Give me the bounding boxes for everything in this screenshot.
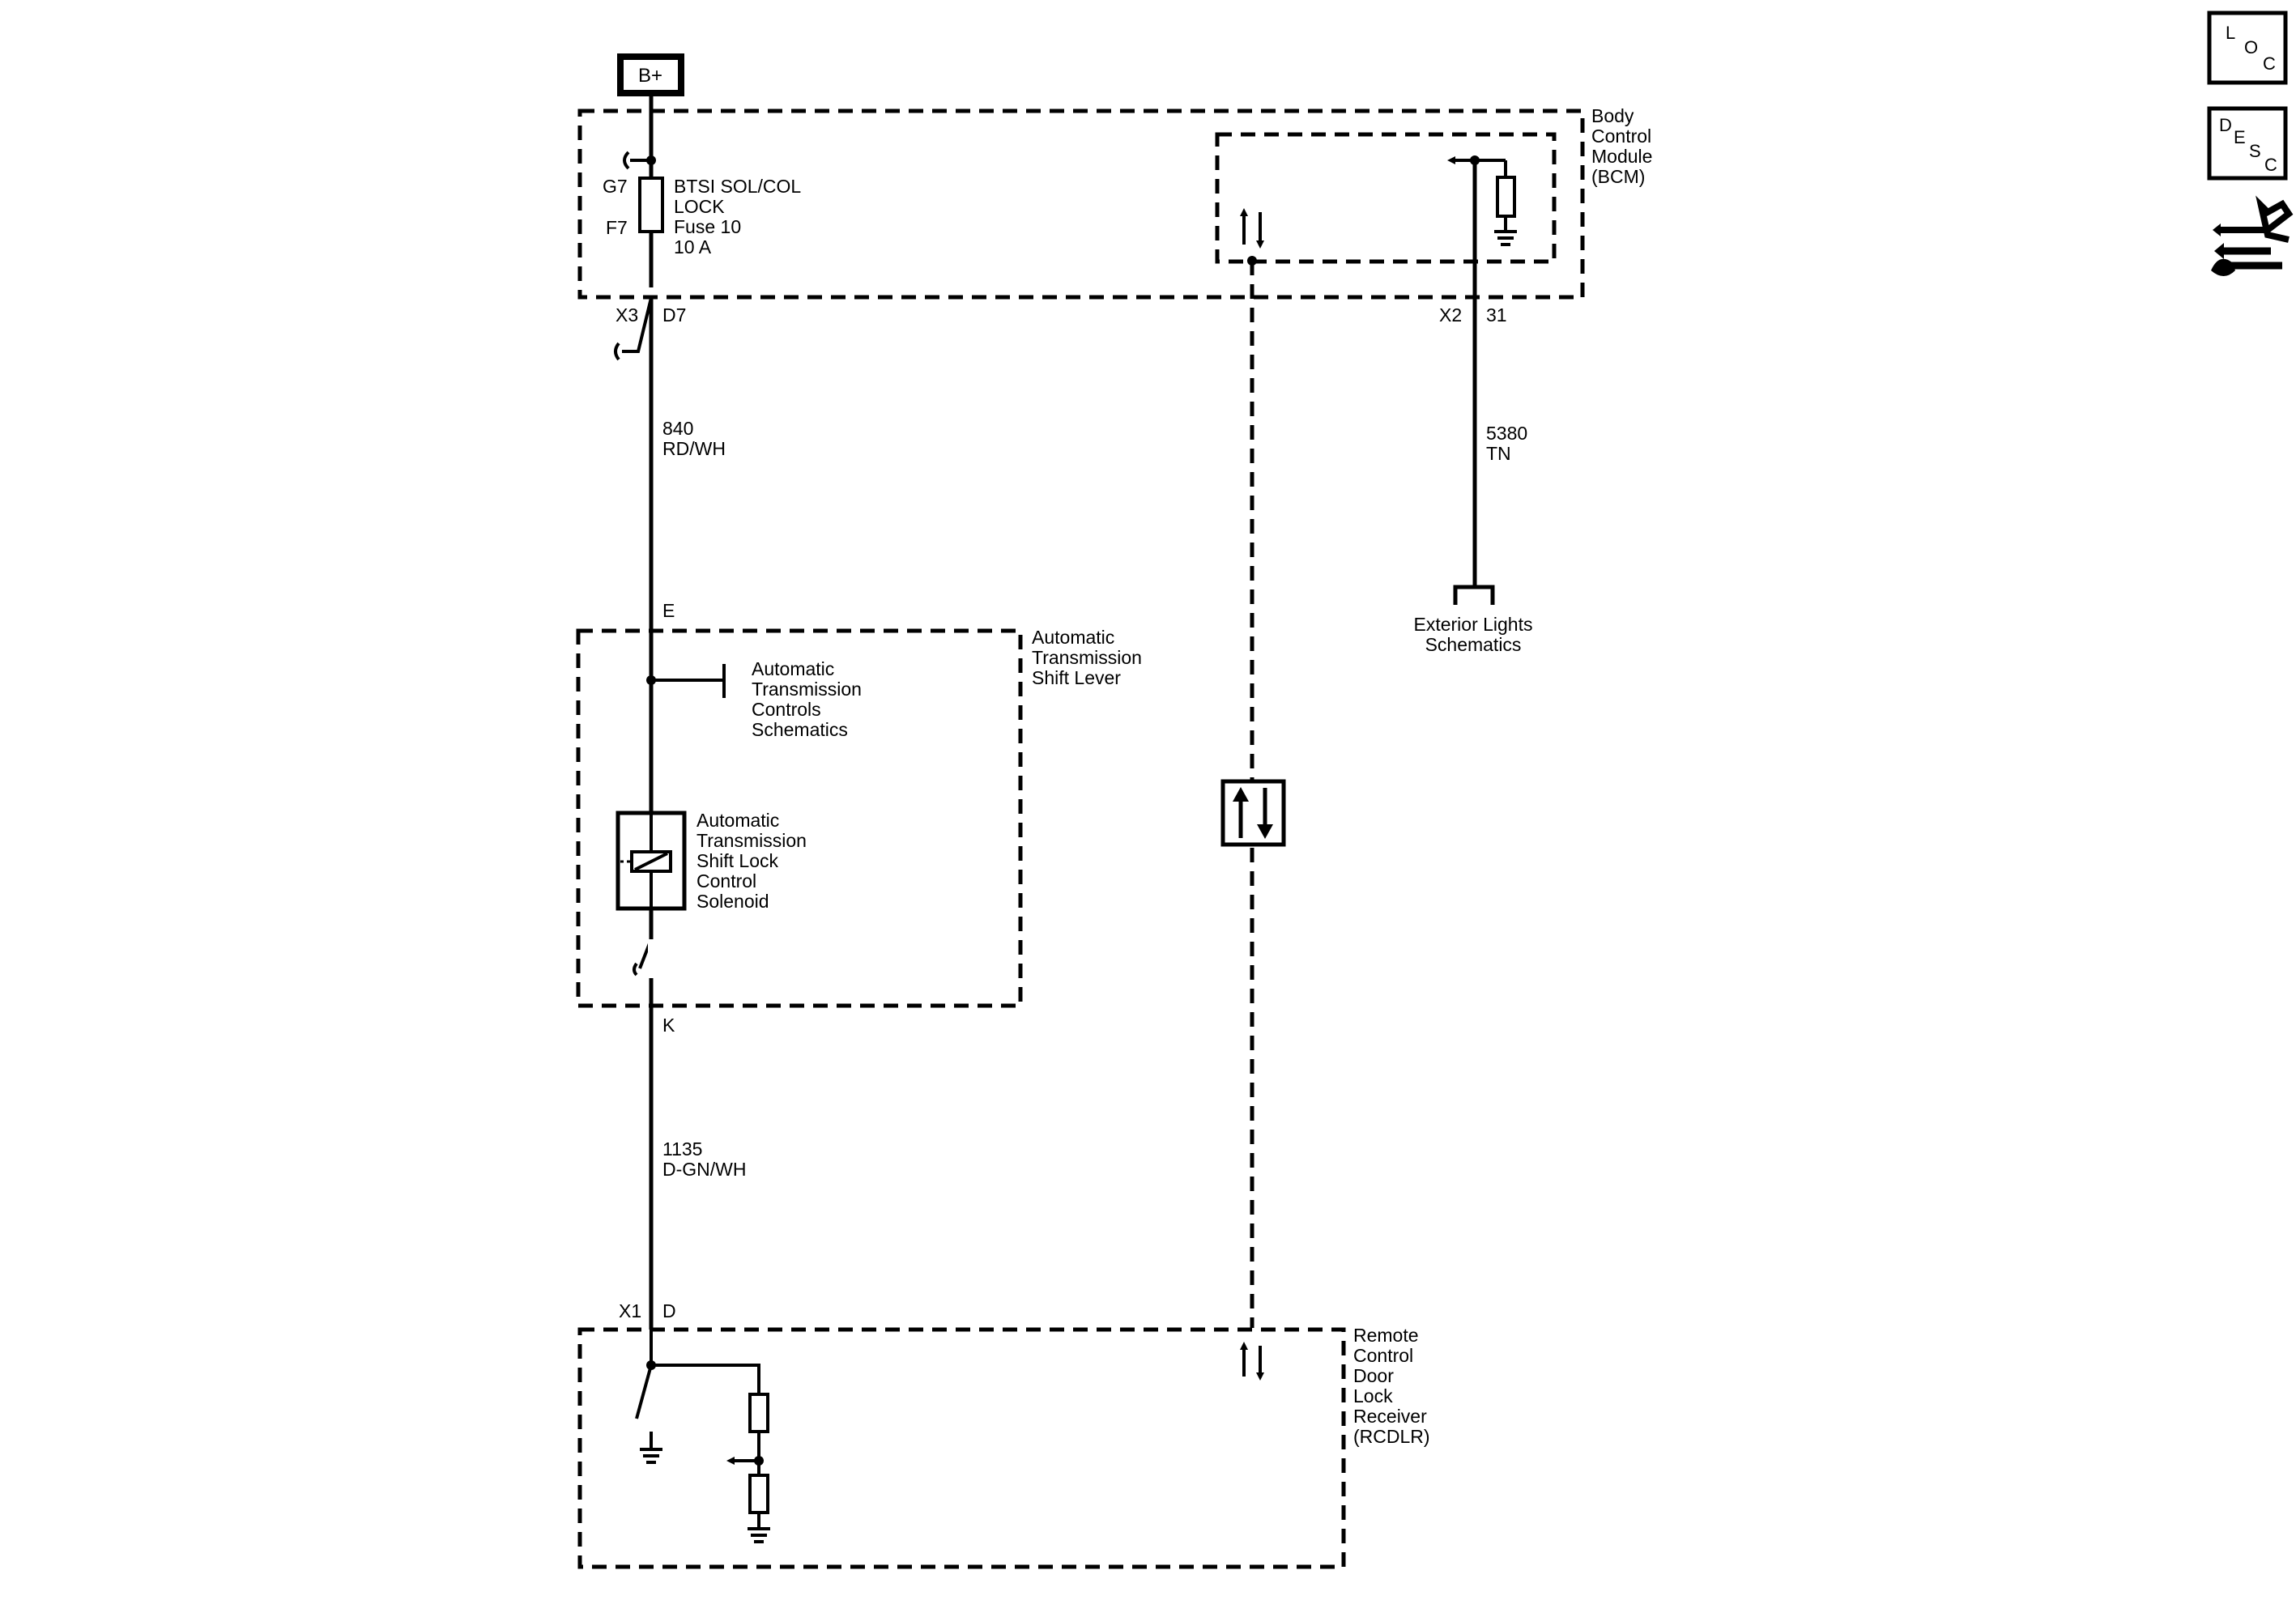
desc-letter-c: C [2264, 155, 2277, 175]
svg-text:BTSI SOL/COL: BTSI SOL/COL [674, 176, 801, 197]
fuse-pin-g7: G7 [603, 176, 628, 197]
connector-tool-icon[interactable] [2211, 195, 2294, 276]
svg-text:Shift Lever: Shift Lever [1032, 667, 1121, 688]
pin-31-label: 31 [1486, 304, 1507, 326]
bcm-boundary [577, 109, 1585, 300]
svg-text:Lock: Lock [1353, 1385, 1393, 1406]
rcdlr-switch [635, 1364, 653, 1419]
x3-label: X3 [616, 304, 638, 326]
controls-ref-symbol [651, 664, 726, 698]
loc-letter-o: O [2244, 37, 2258, 57]
x3-connector-symbol [614, 297, 653, 361]
fuse-pin-f7: F7 [606, 217, 628, 238]
svg-text:Exterior Lights: Exterior Lights [1413, 614, 1532, 635]
svg-text:Control: Control [696, 870, 756, 891]
shift-lever-boundary [576, 628, 1023, 1008]
wire-1135-circuit: 1135 [662, 1138, 702, 1160]
rcdlr-switch-ground [640, 1448, 662, 1464]
bcm-internal-box [1215, 132, 1557, 264]
x1-label: X1 [619, 1300, 641, 1321]
shift-lock-solenoid-label: Automatic Transmission Shift Lock Contro… [696, 810, 807, 912]
svg-text:Automatic: Automatic [752, 658, 834, 679]
svg-text:Schematics: Schematics [752, 719, 848, 740]
rcdlr-ground-symbol [748, 1527, 770, 1543]
wire-5380-color: TN [1486, 443, 1511, 464]
svg-text:Control: Control [1353, 1345, 1413, 1366]
rcdlr-pulldown-resistor [748, 1474, 769, 1514]
b-plus-label: B+ [638, 65, 662, 87]
rcdlr-serial-data-arrows [1240, 1342, 1264, 1381]
svg-text:Door: Door [1353, 1365, 1394, 1386]
bcm-label: Body Control Module (BCM) [1591, 105, 1652, 187]
wire-5380-circuit: 5380 [1486, 423, 1527, 444]
svg-text:(BCM): (BCM) [1591, 166, 1645, 187]
desc-letter-s: S [2249, 141, 2261, 161]
svg-text:(RCDLR): (RCDLR) [1353, 1426, 1430, 1447]
svg-text:Control: Control [1591, 126, 1651, 147]
svg-text:Transmission: Transmission [752, 679, 862, 700]
exterior-lights-ref-symbol [1453, 585, 1495, 605]
svg-text:Transmission: Transmission [696, 830, 807, 851]
x2-label: X2 [1439, 304, 1462, 326]
serial-data-block-icon [1220, 779, 1286, 847]
svg-text:Solenoid: Solenoid [696, 891, 769, 912]
shift-lever-pin-k: K [662, 1015, 675, 1036]
bcm-serial-data-arrows [1240, 208, 1264, 249]
rcdlr-label: Remote Control Door Lock Receiver (RCDLR… [1353, 1325, 1430, 1447]
bcm-pullup-resistor [1496, 176, 1516, 218]
desc-icon[interactable]: D E S C [2207, 106, 2288, 181]
d7-label: D7 [662, 304, 686, 326]
svg-text:Automatic: Automatic [696, 810, 779, 831]
svg-text:Transmission: Transmission [1032, 647, 1142, 668]
svg-text:Schematics: Schematics [1425, 634, 1522, 655]
fuse-10 [638, 177, 664, 233]
shift-lever-pin-e: E [662, 600, 675, 621]
shift-lever-label: Automatic Transmission Shift Lever [1032, 627, 1142, 688]
rcdlr-pullup-resistor [748, 1393, 769, 1433]
bcm-ground-symbol [1494, 230, 1517, 246]
rcdlr-boundary [577, 1327, 1346, 1569]
desc-letter-e: E [2234, 127, 2246, 147]
svg-text:10 A: 10 A [674, 236, 712, 257]
svg-text:Shift Lock: Shift Lock [696, 850, 778, 871]
b-plus-supply: B+ [617, 53, 684, 96]
svg-text:Module: Module [1591, 146, 1652, 167]
svg-text:Controls: Controls [752, 699, 821, 720]
loc-letter-c: C [2263, 53, 2276, 74]
fuse-label: BTSI SOL/COL LOCK Fuse 10 10 A [674, 176, 801, 257]
svg-text:Fuse 10: Fuse 10 [674, 216, 741, 237]
wire-840-circuit: 840 [662, 418, 693, 439]
svg-text:Body: Body [1591, 105, 1634, 126]
svg-text:LOCK: LOCK [674, 196, 725, 217]
svg-text:Automatic: Automatic [1032, 627, 1114, 648]
desc-letter-d: D [2219, 115, 2232, 135]
pin-d-label: D [662, 1300, 676, 1321]
exterior-lights-label: Exterior Lights Schematics [1413, 614, 1532, 655]
loc-letter-l: L [2226, 23, 2235, 43]
svg-text:Receiver: Receiver [1353, 1406, 1427, 1427]
svg-text:Remote: Remote [1353, 1325, 1419, 1346]
loc-icon[interactable]: L O C [2207, 11, 2288, 85]
g7-tap [623, 151, 651, 170]
wire-840-color: RD/WH [662, 438, 726, 459]
controls-ref-label: Automatic Transmission Controls Schemati… [752, 658, 862, 740]
shift-lock-solenoid-symbol [616, 811, 687, 911]
wire-1135-color: D-GN/WH [662, 1159, 746, 1180]
